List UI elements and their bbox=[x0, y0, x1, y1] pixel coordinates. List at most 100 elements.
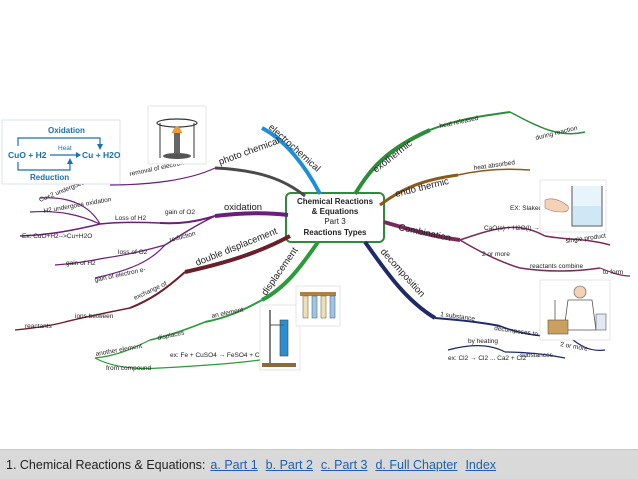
center-line-2: & Equations bbox=[312, 207, 359, 216]
test-tubes-illustration bbox=[295, 285, 341, 327]
footer-link-part-3[interactable]: c. Part 3 bbox=[320, 457, 368, 472]
inset-oxidation-arrow bbox=[17, 137, 101, 146]
scientist-illustration bbox=[539, 279, 611, 341]
line-displaces bbox=[149, 321, 206, 341]
label-two-or-more: 2 or more bbox=[482, 251, 510, 258]
line-h2-undergoes bbox=[29, 210, 101, 225]
label-loss-h2: Loss of H2 bbox=[115, 215, 146, 222]
branch-line-oxidation bbox=[214, 211, 289, 218]
line-from-compound bbox=[94, 357, 161, 370]
label-ex-cuo: Ex: CuO+H2-->Cu+H2O bbox=[22, 233, 92, 240]
footer-bar: 1. Chemical Reactions & Equations: a. Pa… bbox=[0, 449, 638, 479]
line-reactants bbox=[14, 321, 66, 331]
label-ex-slaked: EX: Slaked bbox=[510, 205, 543, 212]
branch-line-exothermic bbox=[353, 128, 431, 196]
branch-line-electrochemical bbox=[261, 126, 322, 195]
branch-line-combination bbox=[383, 220, 461, 242]
inset-oxidation-arrowhead bbox=[97, 144, 103, 150]
footer-link-part-1[interactable]: a. Part 1 bbox=[210, 457, 258, 472]
lab-stand-illustration bbox=[259, 304, 301, 371]
line-heat-released bbox=[429, 111, 511, 131]
label-reduction: reduction bbox=[169, 230, 197, 244]
line-loss-o2 bbox=[104, 244, 166, 259]
label-decomposes-to: decomposes to bbox=[494, 325, 539, 338]
line-one-substance bbox=[434, 317, 501, 327]
branch-line-double-displacement bbox=[184, 234, 291, 274]
label-to-form: to form bbox=[603, 269, 623, 276]
beaker-illustration bbox=[539, 179, 607, 233]
inset-reaction-arrowhead bbox=[76, 152, 81, 158]
label-ions-between: ions between bbox=[75, 313, 114, 320]
branch-combination: Combination bbox=[397, 222, 451, 244]
line-reactants-combine bbox=[519, 267, 601, 272]
line-two-or-more bbox=[459, 239, 521, 269]
footer-link-full-chapter[interactable]: d. Full Chapter bbox=[375, 457, 458, 472]
line-gain-h2 bbox=[54, 257, 106, 266]
center-node: Chemical Reactions & Equations Part 3 Re… bbox=[285, 192, 385, 243]
branch-line-displacement bbox=[261, 240, 320, 302]
line-to-form bbox=[599, 267, 631, 277]
inset-reduction-arrowhead bbox=[67, 158, 73, 164]
label-gain-o2: gain of O2 bbox=[165, 209, 195, 216]
burner-illustration bbox=[147, 105, 207, 165]
center-line-4: Reactions Types bbox=[304, 228, 368, 237]
line-during-reaction bbox=[509, 111, 586, 135]
line-exchange-of bbox=[129, 271, 186, 309]
label-from-compound: from compound bbox=[106, 365, 152, 372]
inset-left-side: CuO + H2 bbox=[8, 150, 47, 160]
line-ions-between bbox=[64, 307, 131, 323]
label-displaces: displaces bbox=[157, 329, 186, 342]
mindmap-canvas: Chemical Reactions & Equations Part 3 Re… bbox=[1, 105, 631, 372]
branch-exothermic: exothermic bbox=[371, 138, 415, 175]
mindmap-diagram: Chemical Reactions & Equations Part 3 Re… bbox=[1, 105, 631, 372]
line-by-heating bbox=[447, 345, 506, 353]
label-heat-released: heat released bbox=[439, 115, 479, 130]
label-ex-cucl2: ex: Cl2 → Cl2 ... Ca2 + Cl2 bbox=[448, 355, 527, 362]
branch-endo-thermic: endo thermic bbox=[394, 176, 450, 200]
label-reactants: reactants bbox=[25, 323, 52, 330]
label-two-or-more-b: 2 or more bbox=[560, 341, 589, 353]
inset-reduction-arrow bbox=[17, 162, 71, 171]
branch-line-photo-chemical bbox=[214, 166, 306, 198]
label-an-element: an element bbox=[211, 306, 244, 320]
inset-oxidation-label: Oxidation bbox=[48, 126, 85, 135]
label-substances: substances bbox=[520, 352, 554, 359]
center-line-3: Part 3 bbox=[324, 217, 346, 226]
line-substances bbox=[504, 351, 566, 359]
line-reduction bbox=[164, 215, 216, 246]
line-ex-fe bbox=[159, 359, 261, 369]
inset-heat-label: Heat bbox=[58, 145, 72, 152]
line-another-element bbox=[94, 339, 151, 359]
line-gain-o2 bbox=[159, 215, 216, 225]
label-h2-undergoes: H2 undergoes oxidation bbox=[43, 196, 112, 215]
inset-right-side: Cu + H2O bbox=[82, 150, 121, 160]
label-caoh2-equation: CaO(s) + H2O(l) → Ca(OH)2(aq) bbox=[484, 225, 579, 232]
label-one-substance: 1 substance bbox=[440, 311, 476, 323]
line-heat-absorbed bbox=[457, 168, 531, 176]
inset-reduction-label: Reduction bbox=[30, 173, 69, 182]
footer-link-part-2[interactable]: b. Part 2 bbox=[265, 457, 313, 472]
line-gain-electron bbox=[94, 244, 166, 279]
line-removal-electron bbox=[109, 167, 216, 186]
label-ex-fe: ex: Fe + CuSO4 → FeSO4 + Cu bbox=[170, 352, 264, 359]
branch-line-decomposition bbox=[363, 240, 437, 320]
line-ex-cuo bbox=[19, 223, 101, 237]
line-loss-h2 bbox=[99, 221, 161, 225]
footer-prefix: 1. Chemical Reactions & Equations: bbox=[6, 457, 206, 472]
line-an-element bbox=[204, 299, 263, 323]
center-line-1: Chemical Reactions bbox=[297, 197, 374, 206]
label-reactants-combine: reactants combine bbox=[530, 263, 583, 270]
line-slaked bbox=[459, 226, 546, 241]
inset-redox-diagram: Oxidation CuO + H2 Heat Cu + H2O Reducti… bbox=[1, 119, 121, 185]
label-gain-h2: gain of H2 bbox=[66, 260, 96, 267]
label-gain-electron: gain of electron e- bbox=[94, 266, 146, 284]
branch-line-endo-thermic bbox=[379, 173, 459, 207]
line-single-product bbox=[544, 235, 611, 246]
label-by-heating: by heating bbox=[468, 338, 498, 345]
label-another-element: another element bbox=[95, 343, 143, 358]
footer-link-index[interactable]: Index bbox=[465, 457, 497, 472]
label-loss-o2: loss of O2 bbox=[118, 249, 148, 256]
branch-oxidation: oxidation bbox=[224, 202, 262, 213]
line-cu2-undergoes bbox=[39, 197, 101, 225]
branch-photo-chemical: photo chemical bbox=[217, 136, 281, 168]
